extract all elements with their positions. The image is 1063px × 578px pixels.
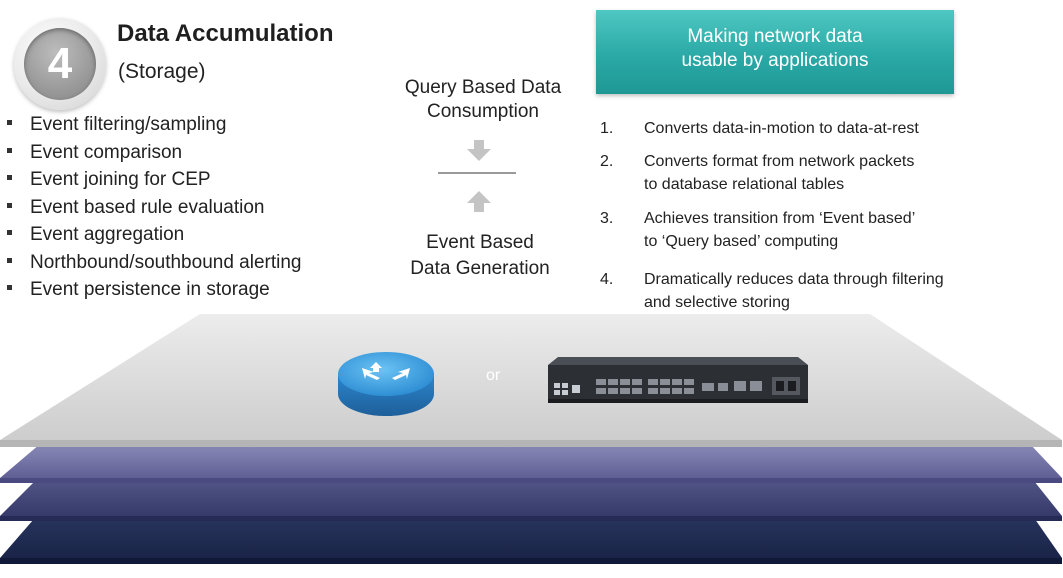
event-generation-label: Event Based Data Generation [410,232,550,279]
step-badge: 4 [14,18,106,110]
bullet-icon [7,202,12,208]
platform-layers [0,314,1062,564]
list-item: Event filtering/sampling [7,111,301,139]
step-number: 4 [24,28,96,100]
layer-4 [0,512,1062,558]
bullet-icon [7,175,12,181]
list-item: Event persistence in storage [7,276,301,304]
bullet-icon [7,147,12,153]
list-item: Event joining for CEP [7,166,301,194]
arrow-down-icon [467,140,491,161]
network-switch-icon [548,357,808,403]
layer-3 [0,476,1062,516]
banner: Making network data usable by applicatio… [596,10,954,94]
layer-2 [0,444,1062,478]
bullet-icon [7,257,12,263]
list-item: Northbound/southbound alerting [7,249,301,277]
list-item: Event comparison [7,139,301,167]
arrow-up-icon [467,191,491,212]
section-title: Data Accumulation [117,20,334,47]
bullet-icon [7,285,12,291]
or-label: or [486,367,501,384]
bullet-icon [7,120,12,126]
capabilities-list: Event filtering/sampling Event compariso… [7,111,301,304]
divider [438,172,516,174]
layer-1 [0,314,1062,440]
list-item: Event aggregation [7,221,301,249]
list-item: Event based rule evaluation [7,194,301,222]
bullet-icon [7,230,12,236]
router-icon [338,352,434,416]
section-subtitle: (Storage) [118,60,206,83]
query-consumption-label: Query Based Data Consumption [404,77,562,122]
